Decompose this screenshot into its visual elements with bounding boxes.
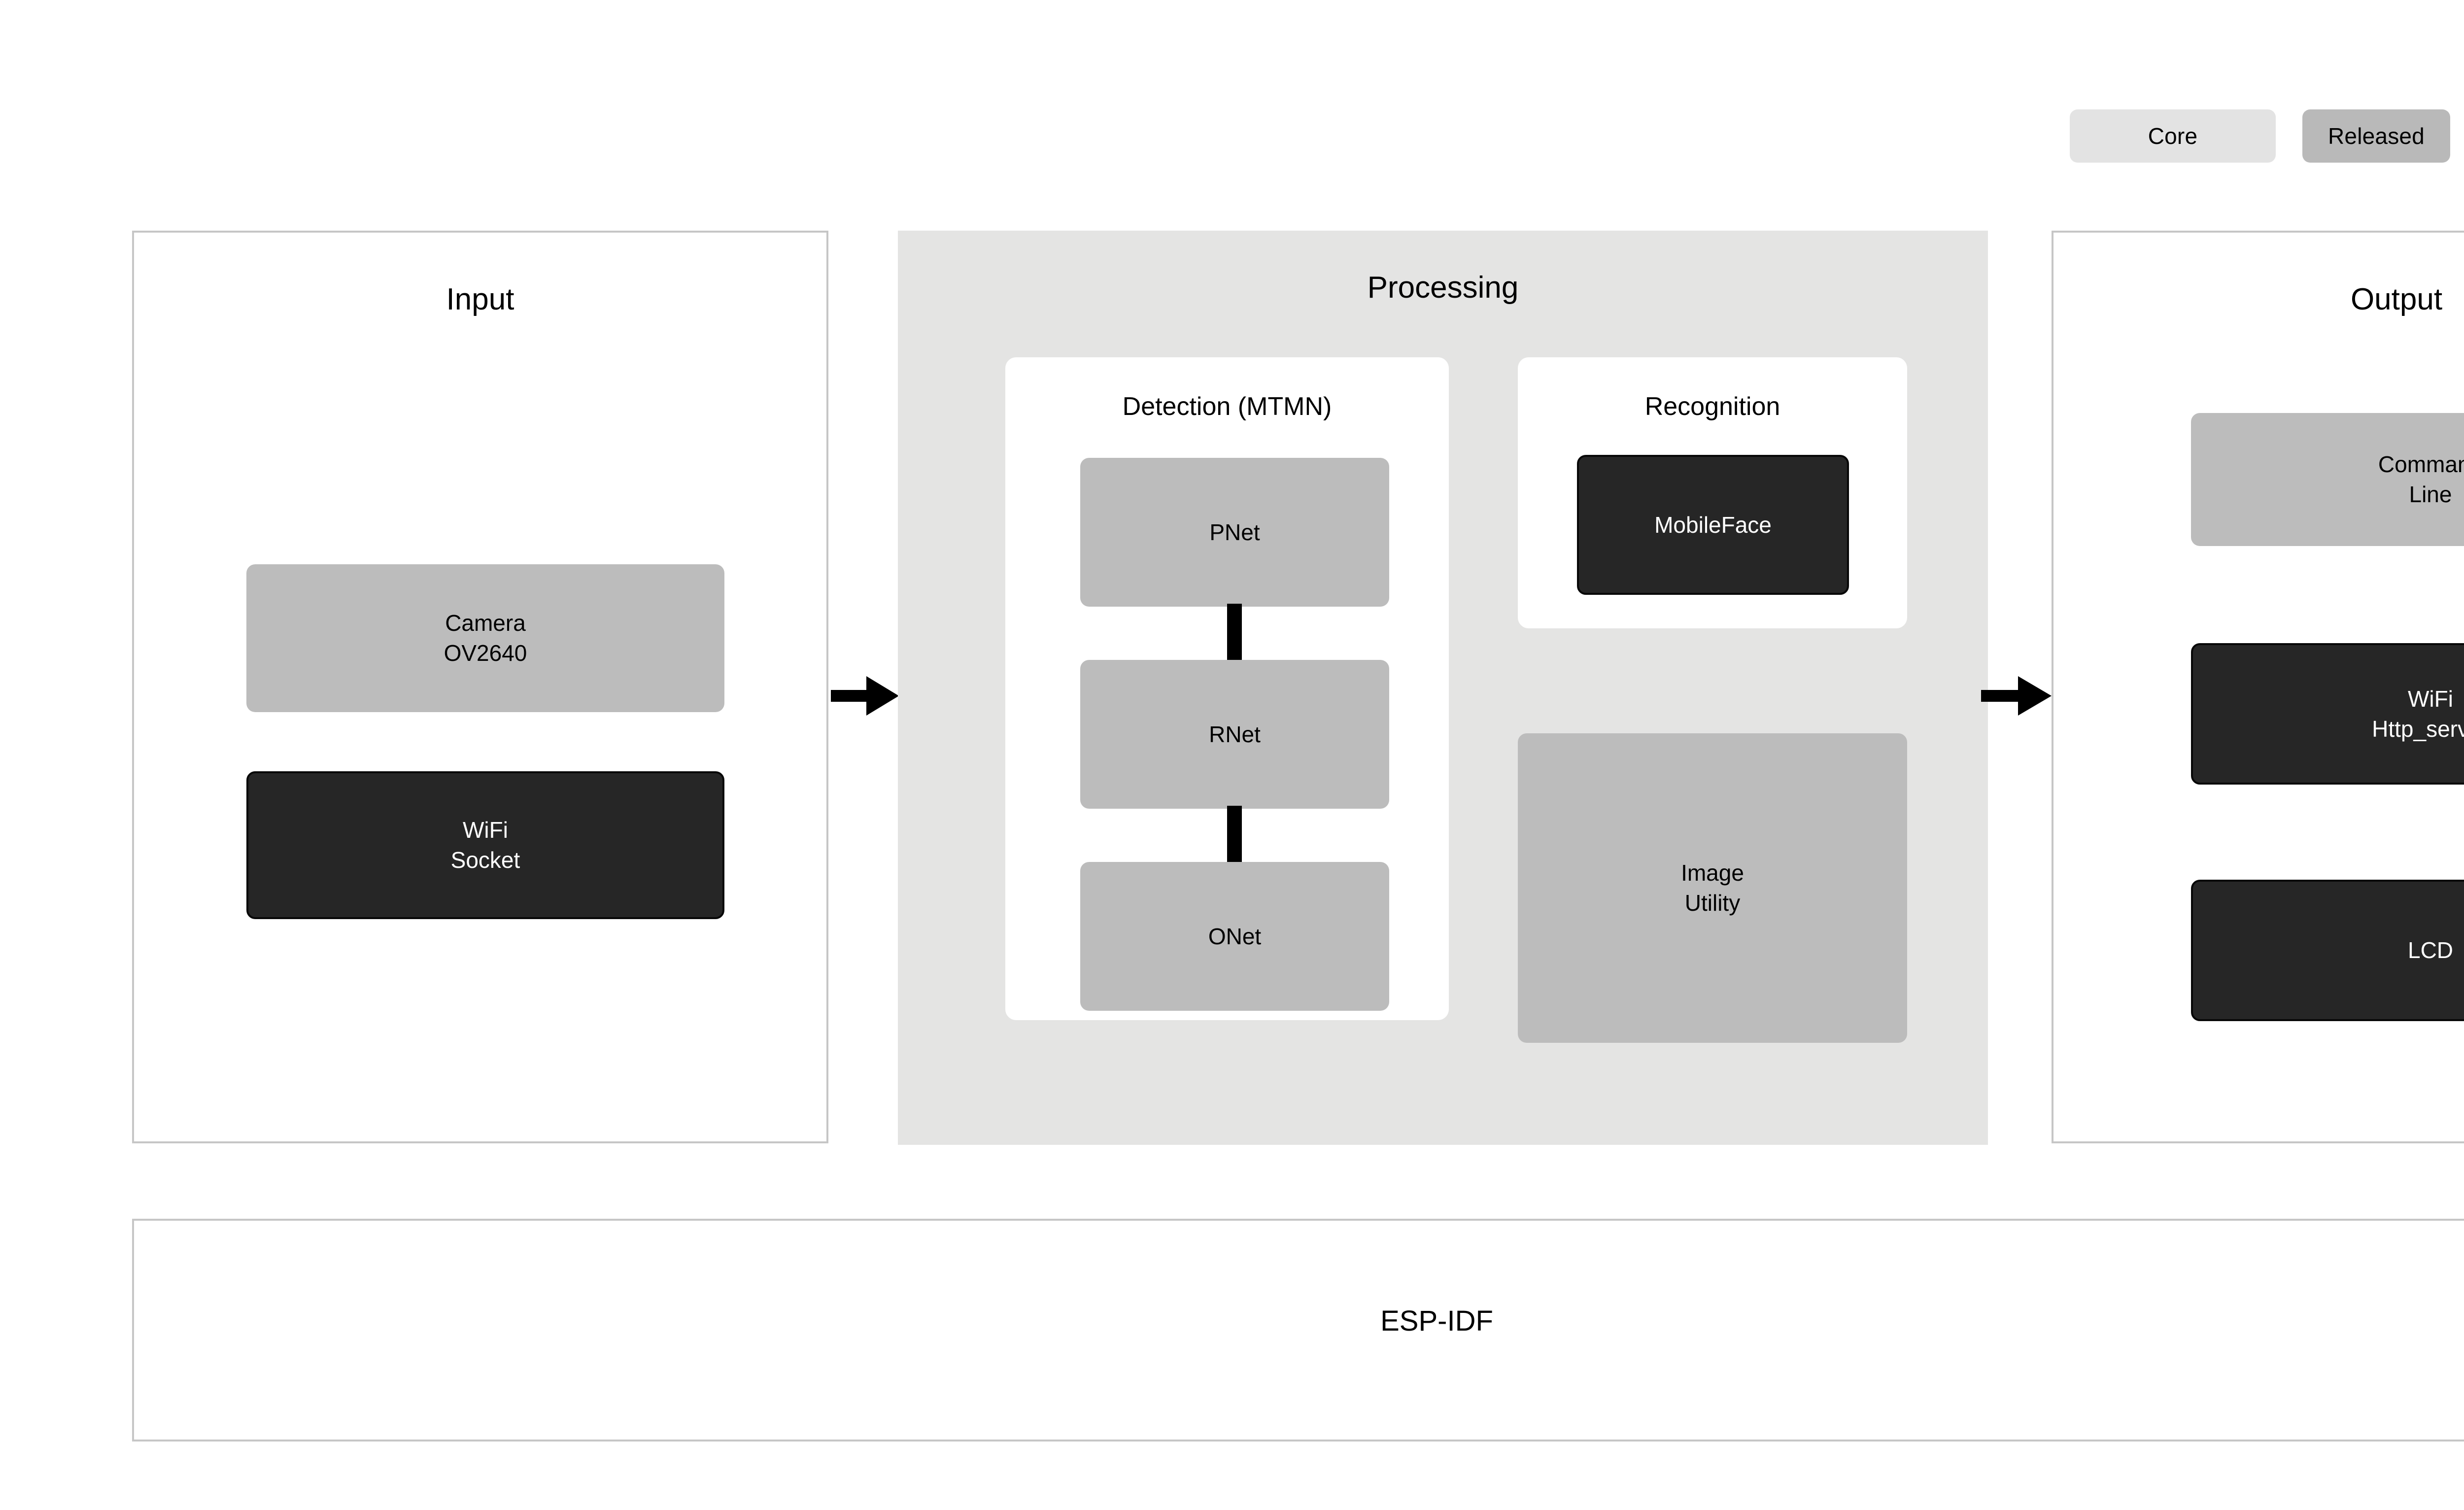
legend-item-core[interactable]: Core <box>2070 109 2276 163</box>
subcard-recognition: Recognition MobileFace <box>1518 357 1907 628</box>
node-onet-label: ONet <box>1208 923 1262 949</box>
panel-processing: Processing Detection (MTMN) PNet RNet ON… <box>898 231 1988 1145</box>
node-rnet-label: RNet <box>1209 721 1261 747</box>
node-lcd[interactable]: LCD <box>2191 880 2464 1021</box>
panel-input-title: Input <box>446 282 514 316</box>
node-wifi-http-server-label: WiFi Http_server <box>2372 686 2464 742</box>
subcard-detection-title: Detection (MTMN) <box>1122 392 1332 421</box>
node-wifi-socket-label: WiFi Socket <box>450 817 520 873</box>
subcard-recognition-title: Recognition <box>1644 392 1780 421</box>
node-image-utility[interactable]: Image Utility <box>1518 733 1907 1043</box>
node-wifi-http-server[interactable]: WiFi Http_server <box>2191 643 2464 785</box>
legend-label-core: Core <box>2148 123 2198 149</box>
panel-processing-title: Processing <box>1367 271 1519 305</box>
node-camera-label: Camera OV2640 <box>444 610 527 666</box>
node-rnet[interactable]: RNet <box>1080 660 1389 809</box>
node-lcd-label: LCD <box>2407 937 2454 963</box>
subcard-detection: Detection (MTMN) PNet RNet ONet <box>1005 357 1449 1020</box>
node-wifi-socket[interactable]: WiFi Socket <box>246 771 724 919</box>
legend-item-released[interactable]: Released <box>2302 109 2450 163</box>
panel-esp-idf: ESP-IDF <box>132 1219 2464 1441</box>
node-camera[interactable]: Camera OV2640 <box>246 564 724 712</box>
node-onet[interactable]: ONet <box>1080 862 1389 1011</box>
panel-esp-idf-title: ESP-IDF <box>1380 1305 1493 1337</box>
node-image-utility-label: Image Utility <box>1681 860 1744 916</box>
legend-label-released: Released <box>2328 123 2425 149</box>
panel-output-title: Output <box>2350 282 2443 316</box>
arrow-input-to-processing-icon <box>831 676 899 716</box>
arrow-processing-to-output-icon <box>1981 676 2052 716</box>
node-pnet[interactable]: PNet <box>1080 458 1389 607</box>
node-mobileface[interactable]: MobileFace <box>1577 455 1849 595</box>
node-command-line[interactable]: Command Line <box>2191 413 2464 546</box>
node-mobileface-label: MobileFace <box>1654 512 1772 538</box>
node-pnet-label: PNet <box>1209 519 1260 545</box>
legend: Core Released Developing <box>2070 109 2464 163</box>
node-command-line-label: Command Line <box>2378 451 2464 507</box>
